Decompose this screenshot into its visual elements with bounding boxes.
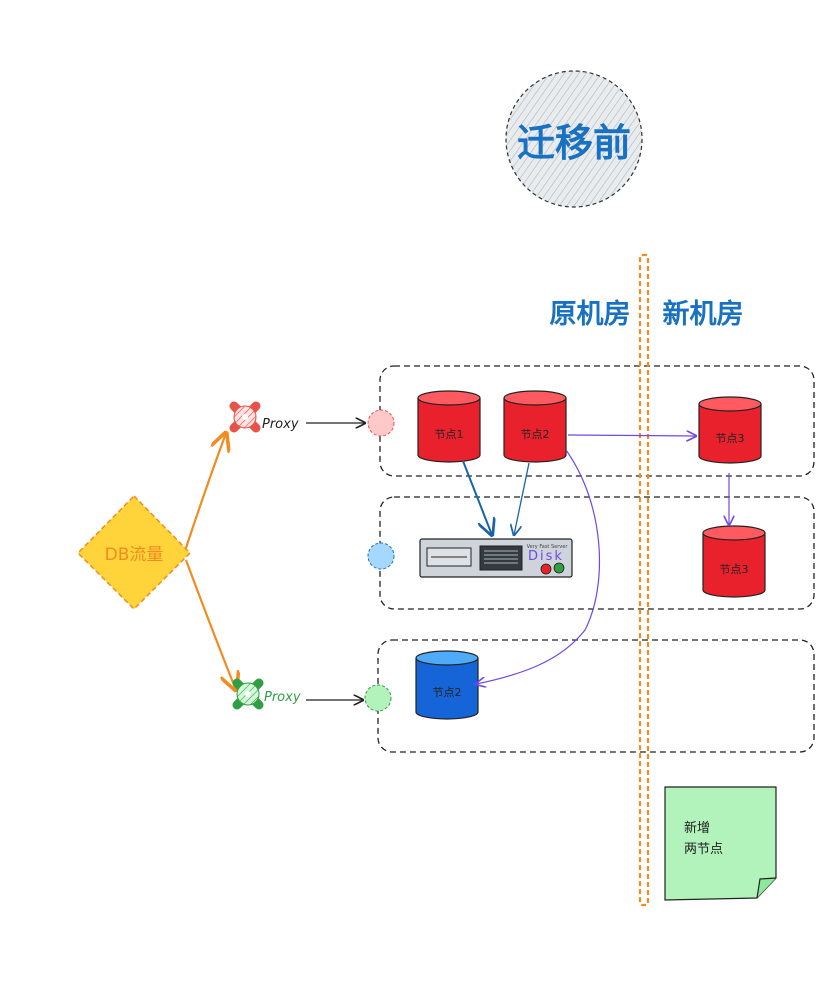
node-1-label: 节点1 (435, 428, 464, 441)
disk-server[interactable]: Very Fast Server Disk (419, 538, 573, 578)
title-badge: 迁移前 (505, 70, 643, 208)
room-divider (638, 253, 650, 907)
arrow-node2-to-disk (514, 462, 530, 535)
arrow-node2-to-blue-node2 (476, 449, 601, 684)
old-room-label: 原机房 (550, 299, 631, 330)
database-node-3-top[interactable]: 节点3 (698, 396, 762, 464)
node-2-blue-label: 节点2 (433, 686, 462, 699)
node-3-middle-label: 节点3 (720, 563, 749, 576)
proxy-label-red: Proxy (262, 417, 299, 432)
database-node-1[interactable]: 节点1 (417, 390, 481, 463)
entry-circle-blue[interactable] (367, 542, 395, 570)
group-box-bottom (377, 639, 815, 753)
new-room-label: 新机房 (663, 298, 744, 330)
note-line-1: 新增 (684, 820, 710, 836)
node-3-top-label: 节点3 (716, 432, 745, 445)
database-node-2[interactable]: 节点2 (503, 390, 567, 463)
traffic-arrow-bottom (184, 559, 236, 690)
note-line-2: 两节点 (684, 842, 723, 857)
sticky-note: 新增 两节点 (664, 786, 777, 901)
disk-label: Disk (528, 549, 564, 564)
db-traffic-label: DB流量 (105, 545, 164, 565)
arrow-node1-to-disk (462, 460, 492, 535)
db-traffic-node[interactable]: DB流量 (76, 494, 192, 611)
database-node-2-blue[interactable]: 节点2 (415, 650, 479, 720)
traffic-arrow-top (184, 433, 226, 549)
page-title: 迁移前 (517, 120, 631, 165)
proxy-icon-red[interactable] (229, 401, 261, 433)
arrow-node2-to-node3 (567, 435, 696, 436)
entry-circle-green[interactable] (364, 684, 392, 712)
entry-circle-pink[interactable] (367, 409, 395, 437)
database-node-3-middle[interactable]: 节点3 (702, 525, 766, 598)
disk-brand: Very Fast Server (527, 544, 569, 550)
node-2-label: 节点2 (521, 428, 550, 441)
proxy-label-green: Proxy (264, 690, 301, 705)
proxy-icon-green[interactable] (232, 678, 264, 710)
